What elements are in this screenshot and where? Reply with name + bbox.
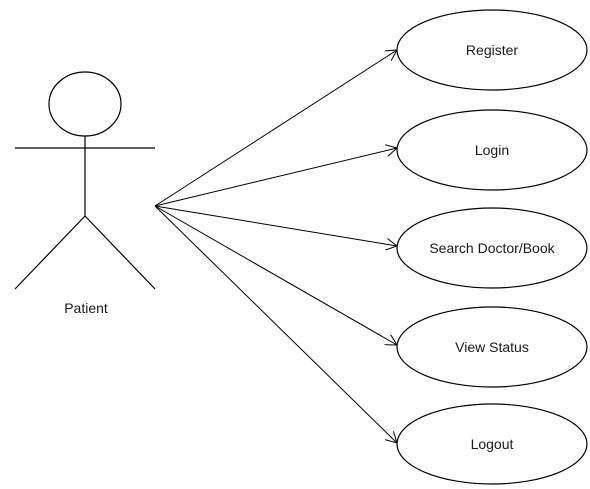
actor-patient[interactable]: Patient	[14, 71, 156, 316]
use-case-login[interactable]: Login	[396, 109, 588, 191]
use-case-ellipse	[396, 109, 588, 191]
association-login	[154, 148, 397, 207]
use-case-label: View Status	[455, 339, 529, 355]
actor-left-leg	[14, 215, 86, 290]
association-logout	[154, 205, 397, 443]
use-case-label: Register	[466, 42, 518, 58]
actor-label: Patient	[64, 300, 108, 316]
use-case-ellipse	[396, 306, 588, 388]
use-case-label: Logout	[471, 436, 514, 452]
use-case-search-doctor-book[interactable]: Search Doctor/Book	[396, 207, 588, 289]
use-case-ellipse	[396, 207, 588, 289]
use-case-ellipse	[396, 403, 588, 485]
use-case-label: Login	[475, 142, 509, 158]
association-register	[154, 50, 397, 207]
actor-right-leg	[84, 215, 156, 290]
actor-head	[48, 71, 122, 137]
associations	[154, 50, 397, 443]
use-case-register[interactable]: Register	[396, 9, 588, 91]
use-case-view-status[interactable]: View Status	[396, 306, 588, 388]
use-case-label: Search Doctor/Book	[429, 240, 555, 256]
use-case-ellipse	[396, 9, 588, 91]
use-case-logout[interactable]: Logout	[396, 403, 588, 485]
association-view-status	[154, 205, 397, 345]
association-search-doctor-book	[154, 205, 397, 246]
